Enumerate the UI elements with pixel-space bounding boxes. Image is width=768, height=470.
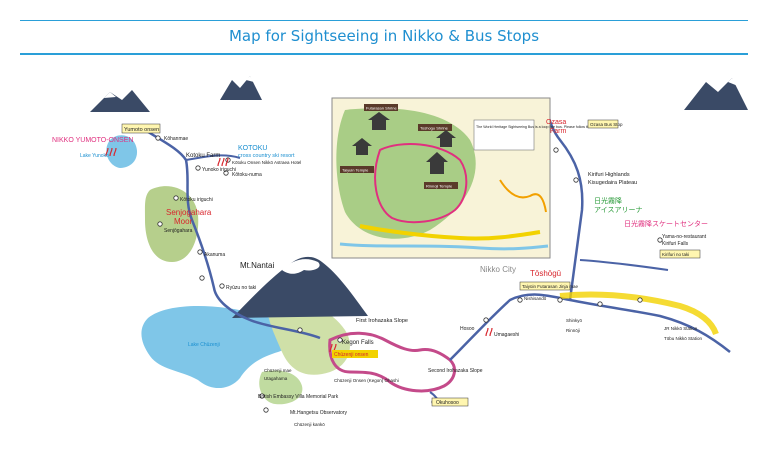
label-ohashi: Chūzenji Onsen (Kegon) Ōhashi	[334, 377, 399, 383]
label-senjogahara: Senjogahara	[166, 208, 212, 217]
road-nikko-city-band	[559, 291, 719, 336]
label-box-taiyuin	[519, 281, 571, 291]
label-kotoku-numa: Kōtoku-numa	[232, 172, 262, 178]
label-british-villa: British Embassy Villa Memorial Park	[258, 394, 339, 400]
inset-taiyuin-label: Taiyuin Temple	[342, 168, 369, 173]
road-yumoto-chuzenji	[141, 126, 321, 340]
label-nishisando: Nishisandō	[524, 296, 547, 301]
label-kotoku-ski: cross country ski resort	[238, 153, 295, 159]
label-tobu-nikko: Tōbu Nikkō Station	[664, 336, 703, 341]
label-taiyuin: Taiyūin Futarasan Jinja mae	[522, 284, 579, 289]
label-kotoku: KOTOKU	[238, 145, 267, 152]
inset-shrine-label-3	[340, 166, 374, 173]
label-box-yumoto	[121, 123, 161, 134]
mountain-top-left-snow	[104, 92, 116, 98]
label-box-kirifuri	[659, 249, 701, 259]
label-ice-arena2: アイスアリーナ	[594, 206, 642, 214]
inset-river	[339, 242, 549, 251]
label-senjogahara-stop: Senjōgahara	[164, 228, 193, 234]
label-okuhosoo: Okuhosoo	[436, 400, 459, 406]
label-jr-nikko: JR Nikkō Station	[664, 326, 698, 331]
road-kirifuri-east	[579, 259, 669, 271]
label-box-chuzenji	[332, 350, 378, 358]
label-ozasa-bus: Ozasa Bus Stop	[590, 122, 623, 127]
inset-yellow-route	[359, 224, 541, 241]
label-ryuzu: Ryūzu no taki	[226, 285, 256, 291]
label-rinnoji: Rinnōji	[566, 328, 580, 333]
inset-toshogu-label: Toshogu Shrine	[420, 126, 449, 131]
inset-shrine-label-1	[364, 104, 398, 111]
label-box-ozasa	[587, 119, 619, 129]
label-kegon: Kegon Falls	[342, 340, 374, 346]
inset-orange-route	[499, 179, 547, 213]
label-kisuge: Kisugedaira Plateau	[588, 180, 637, 186]
road-to-nikko	[449, 293, 731, 361]
label-ozasa: Ozasa	[546, 119, 566, 126]
label-akanuma: Akanuma	[204, 252, 225, 258]
label-kohanmae: Kōhanmae	[164, 136, 188, 142]
label-box-okuhosoo	[431, 397, 469, 407]
label-kirifuri-highlands: Kirifuri Highlands	[588, 172, 630, 178]
mt-nantai-snow	[282, 259, 320, 274]
label-toshogu: Tōshōgū	[530, 269, 561, 278]
inset-note-box	[473, 119, 535, 151]
inset-loop-route	[374, 143, 468, 224]
british-villa-park	[259, 370, 303, 405]
label-yunoko-iriguchi: Yunoko iriguchi	[202, 167, 236, 173]
mt-nantai-graphic	[232, 256, 368, 318]
road-irohazaka-loop	[328, 331, 457, 393]
label-first-slope: First Irohazaka Slope	[356, 318, 408, 324]
label-kotoku-farm: Kotoku Farm	[186, 153, 220, 159]
label-hosoo: Hosoo	[460, 326, 475, 332]
header-bar: Map for Sightseeing in Nikko & Bus Stops	[20, 20, 748, 55]
label-shinkyo: Shinkyō	[566, 318, 583, 323]
label-second-slope: Second Irohazaka Slope	[428, 368, 483, 374]
inset-shrine-label-2	[418, 124, 452, 131]
label-kirifuri-restaurant: Yama-no-restaurant	[662, 234, 707, 240]
label-chuzenji-kanko: Chūzenji kankō	[294, 422, 325, 427]
road-kotoku	[185, 154, 241, 161]
label-mt-nantai: Mt.Nantai	[240, 261, 274, 270]
inset-rinnoji-label: Rinnoji Temple	[426, 184, 453, 189]
label-skate-center: 日光霧降スケートセンター	[624, 219, 708, 228]
lake-chuzenji	[141, 305, 294, 389]
label-kirifuri-falls: Kirifuri Falls	[662, 241, 689, 247]
label-farm: Farm	[550, 128, 567, 135]
mountain-top-center-snow	[246, 76, 254, 82]
label-moor: Moor	[174, 217, 193, 226]
label-kotoku-hotel: Kōtoku Onsen Nikkō Astraea Hotel	[232, 160, 301, 165]
label-chuzenji-onsen: Chūzenji onsen	[334, 352, 369, 358]
senjogahara-forest	[144, 186, 199, 262]
label-nikko-yumoto: NIKKO YUMOTO-ONSEN	[52, 137, 133, 144]
label-lake-yunoko: Lake Yunoko	[80, 153, 109, 159]
mountain-top-left	[90, 90, 150, 112]
inset-shrine-label-4	[424, 182, 458, 189]
label-ice-arena: 日光霧降	[594, 196, 622, 205]
label-nikko-city: Nikko City	[480, 265, 516, 274]
label-yumoto-onsen: Yumoto onsen	[124, 127, 159, 133]
label-kirifuri-stop: Kirifuri no taki	[662, 252, 689, 257]
label-mt-hangetsu: Mt.Hangetsu Observatory	[290, 410, 347, 416]
inset-futarasan-label: Futarasan Shrine	[366, 106, 397, 111]
mountain-top-center	[220, 76, 262, 100]
mountain-top-right	[684, 78, 748, 110]
page-title: Map for Sightseeing in Nikko & Bus Stops	[228, 27, 540, 45]
lake-yunoko	[106, 135, 138, 168]
label-umagaeshi: Umagaeshi	[494, 332, 519, 338]
inset-temple-icons	[352, 112, 456, 174]
mountain-top-right-snow	[728, 78, 738, 86]
label-chuzenji-mae: Chūzenji mae	[264, 368, 292, 373]
label-kotoku-iriguchi: Kōtoku iriguchi	[180, 197, 213, 203]
inset-note: The World Heritage Sightseeing Bus is a …	[476, 125, 604, 129]
label-utagahama: Utagahama	[264, 376, 288, 381]
road-kirifuri	[544, 103, 584, 301]
label-lake-chuzenji: Lake Chūzenji	[188, 342, 220, 348]
